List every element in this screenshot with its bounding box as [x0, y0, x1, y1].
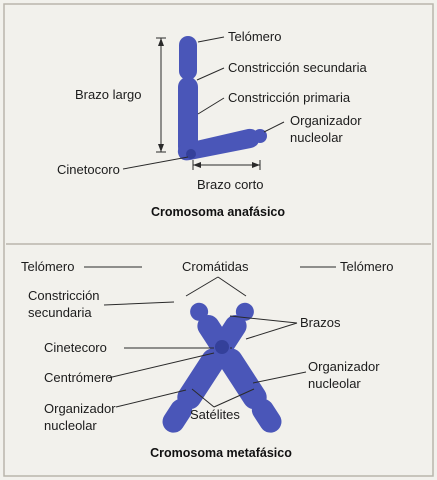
chromatid-b-upper-arm: [218, 348, 267, 410]
label-nucleolar-organizer-right-line1: Organizador: [308, 359, 380, 374]
chromatid-b: [190, 302, 282, 433]
metaphase-leader-lines: [84, 266, 336, 408]
short-arm-measure: [192, 160, 261, 170]
label-satellites: Satélites: [190, 407, 240, 422]
long-arm-lower-segment: [178, 77, 198, 157]
label-long-arm: Brazo largo: [75, 87, 141, 102]
satellite: [253, 129, 267, 143]
label-secondary-constriction-line2: secundaria: [28, 305, 92, 320]
caption-metaphase: Cromosoma metafásico: [150, 446, 292, 460]
kinetochore-mark: [186, 149, 196, 159]
outer-frame: [3, 3, 434, 477]
long-arm-upper-segment: [179, 36, 197, 80]
chromatid-b-satellite-left: [190, 302, 209, 321]
chromatid-a-satellite-right: [235, 302, 254, 321]
label-nucleolar-organizer-left-line1: Organizador: [44, 401, 116, 416]
label-telomere: Telómero: [228, 29, 281, 44]
long-arm-measure: [156, 37, 166, 153]
short-arm: [177, 128, 260, 161]
caption-anaphase: Cromosoma anafásico: [151, 205, 285, 219]
label-nucleolar-organizer-left-line2: nucleolar: [44, 418, 97, 433]
label-centromere: Centrómero: [44, 370, 113, 385]
label-secondary-constriction: Constricción secundaria: [228, 60, 368, 75]
label-nucleolar-organizer-right-line2: nucleolar: [308, 376, 361, 391]
metaphase-chromosome: [162, 302, 282, 433]
label-nucleolar-organizer-line1: Organizador: [290, 113, 362, 128]
label-primary-constriction: Constricción primaria: [228, 90, 351, 105]
label-chromatids: Cromátidas: [182, 259, 249, 274]
chromatid-a-upper-arm: [177, 348, 226, 410]
label-telomere-right: Telómero: [340, 259, 393, 274]
label-secondary-constriction-line1: Constricción: [28, 288, 100, 303]
label-short-arm: Brazo corto: [197, 177, 263, 192]
anaphase-chromosome: [177, 36, 267, 161]
label-arms: Brazos: [300, 315, 341, 330]
label-telomere-left: Telómero: [21, 259, 74, 274]
label-kinetochore: Cinetocoro: [57, 162, 120, 177]
centromere-mark: [215, 340, 229, 354]
label-nucleolar-organizer-line2: nucleolar: [290, 130, 343, 145]
anaphase-leader-lines: [122, 36, 285, 170]
label-kinetochore-metaphase: Cinetecoro: [44, 340, 107, 355]
